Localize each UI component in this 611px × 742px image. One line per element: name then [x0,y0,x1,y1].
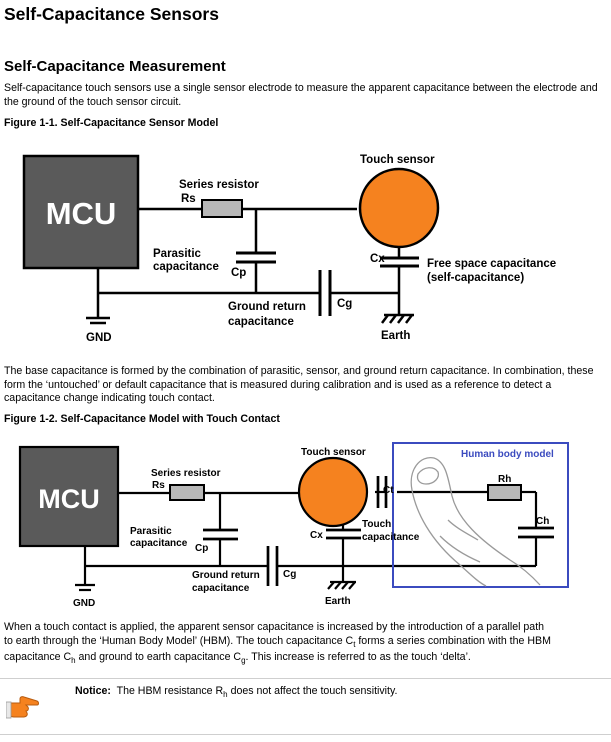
divider-bottom [0,734,611,735]
cx-capacitor [326,528,361,540]
section-title: Self-Capacitance Measurement [4,58,226,75]
subscript-g: g [241,656,246,666]
rh-label: Rh [498,474,511,485]
page-title: Self-Capacitance Sensors [4,4,219,24]
gnd-label: GND [73,598,95,609]
touch-sensor [358,167,440,249]
ground-return-label-line1: Ground return [228,301,306,313]
rs-label: Rs [181,193,196,205]
ct-capacitor [376,476,388,508]
figure-1-diagram: MCU Touch sensor Series resistor Rs Para… [22,154,556,344]
human-body-model-label: Human body model [461,449,554,460]
cg-capacitor [318,270,332,316]
intro-paragraph: Self-capacitance touch sensors use a sin… [4,82,598,108]
cx-label: Cx [310,530,323,541]
subscript-t: t [353,639,356,649]
figure-2-diagram: MCU [18,442,569,609]
cx-capacitor [380,256,419,268]
cx-label: Cx [370,253,385,265]
ct-label: Ct [383,485,394,496]
notice-text: Notice: The HBM resistance Rh does not a… [75,685,397,699]
rs-label: Rs [152,480,165,491]
cp-capacitor [236,251,276,264]
ch-label: Ch [536,516,549,527]
figure-2-caption: Figure 1-2. Self-Capacitance Model with … [4,413,280,425]
mcu-label: MCU [38,484,100,514]
ground-return-label-line2: capacitance [192,583,250,594]
earth-label: Earth [325,596,351,607]
earth-label: Earth [381,330,410,342]
base-capacitance-paragraph: The base capacitance is formed by the co… [4,365,594,404]
parasitic-label-line1: Parasitic [153,248,202,260]
parasitic-label-line2: capacitance [153,261,219,273]
gnd-label: GND [86,332,112,344]
cg-label: Cg [283,569,296,580]
ground-return-label-line2: capacitance [228,316,294,328]
touch-sensor-label: Touch sensor [301,447,366,458]
pointing-hand-icon [6,696,39,719]
series-resistor [201,199,243,218]
gnd-symbol [75,583,95,592]
cp-capacitor [203,528,238,541]
series-resistor-label: Series resistor [151,468,221,479]
touch-capacitance-label-line2: capacitance [362,532,420,543]
earth-symbol [327,580,356,590]
paragraph-line-2a: to earth through the ‘Human Body Model’ … [4,634,354,647]
free-space-label-line2: (self-capacitance) [427,272,524,284]
cp-label: Cp [231,267,246,279]
notice-body-a: The HBM resistance R [116,685,224,697]
paragraph-line-1: When a touch contact is applied, the app… [4,621,545,633]
paragraph-line-3a: capacitance C [4,651,72,664]
cg-capacitor [266,546,279,586]
cp-label: Cp [195,543,208,554]
earth-symbol [381,313,414,324]
touch-sensor [297,456,369,528]
figure-1-caption: Figure 1-1. Self-Capacitance Sensor Mode… [4,117,219,129]
free-space-label-line1: Free space capacitance [427,258,556,270]
series-resistor [169,484,205,501]
notice-subscript-h: h [223,690,228,700]
divider-top [0,678,611,679]
touch-sensor-label: Touch sensor [360,154,435,166]
ch-capacitor [518,526,554,539]
touch-contact-paragraph: When a touch contact is applied, the app… [4,621,604,668]
series-resistor-label: Series resistor [179,179,259,191]
notice-body-b: does not affect the touch sensitivity. [227,685,398,697]
parasitic-label-line1: Parasitic [130,526,172,537]
paragraph-line-3c: . This increase is referred to as the to… [245,651,471,664]
cg-label: Cg [337,298,352,310]
gnd-symbol [86,316,110,325]
subscript-h: h [71,656,76,666]
mcu-block [22,154,140,270]
parasitic-label-line2: capacitance [130,538,188,549]
paragraph-line-3b: and ground to earth capacitance C [75,651,242,664]
touch-capacitance-label-line1: Touch [362,519,391,530]
notice-label: Notice: [75,685,111,697]
mcu-block [18,445,120,548]
finger-icon [410,457,541,587]
mcu-label: MCU [46,196,117,231]
rh-resistor [487,484,522,501]
ground-return-label-line1: Ground return [192,570,260,581]
paragraph-line-2b: forms a series combination with the HBM [355,634,551,647]
human-body-model-box [392,442,569,588]
